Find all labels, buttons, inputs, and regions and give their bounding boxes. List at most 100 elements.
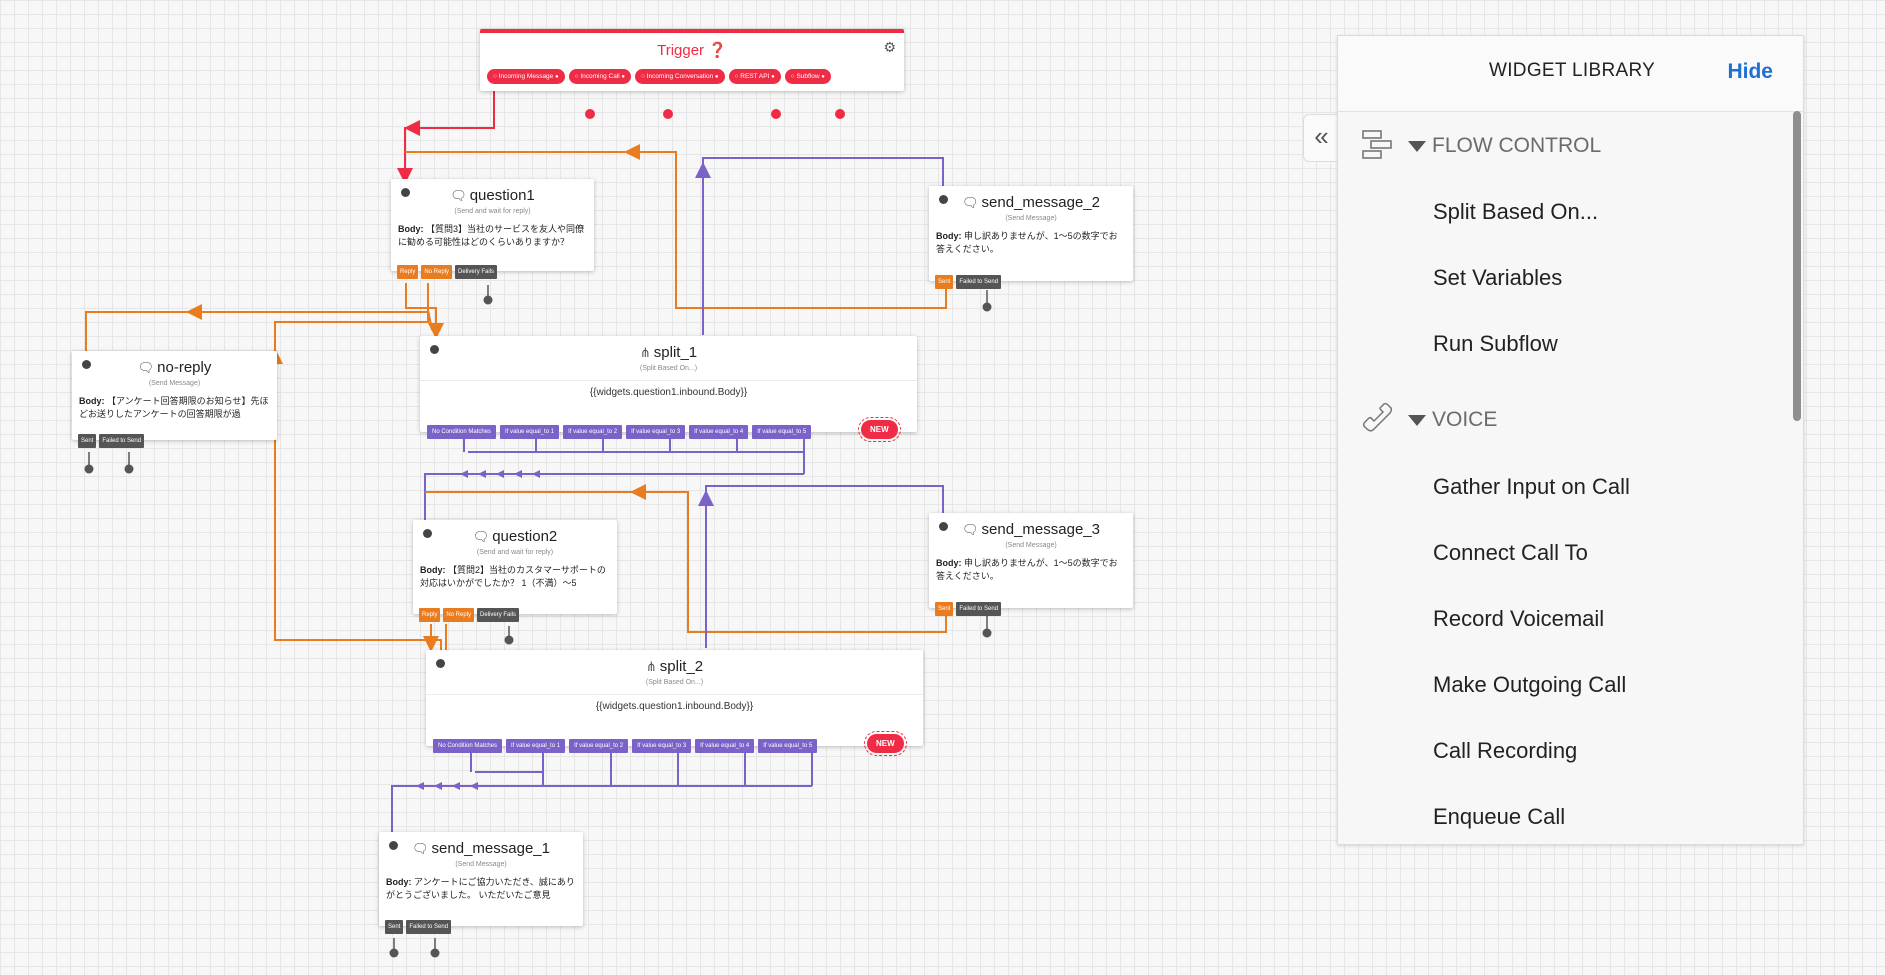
port-delivery-fails[interactable]: Delivery Fails [455,265,498,279]
widget-send-message-1[interactable]: 🗨send_message_1 (Send Message) Body: アンケ… [379,832,583,934]
port-no-condition[interactable]: No Condition Matches [427,425,497,439]
flow-control-icon [1362,130,1392,159]
port-sent[interactable]: Sent [385,920,404,934]
message-icon: 🗨 [450,188,467,203]
port-failed-to-send[interactable]: Failed to Send [406,920,452,934]
library-scrollbar[interactable] [1793,111,1801,421]
input-dot[interactable] [401,188,410,197]
port-no-reply[interactable]: No Reply [421,265,453,279]
input-dot[interactable] [423,529,432,538]
section-voice: VOICE [1338,400,1803,440]
split-icon: ⋔ [645,659,657,674]
port-failed-to-send[interactable]: Failed to Send [956,602,1002,616]
port-reply[interactable]: Reply [419,608,441,622]
library-header: WIDGET LIBRARY Hide [1338,36,1803,112]
widget-split-2[interactable]: ⋔split_2 (Split Based On...) {{widgets.q… [426,650,923,756]
widget-question1[interactable]: 🗨question1 (Send and wait for reply) Bod… [391,179,594,279]
library-item-run-subflow[interactable]: Run Subflow [1433,331,1558,356]
trigger-port-rest-api[interactable]: REST API [728,69,781,84]
library-item-set-variables[interactable]: Set Variables [1433,265,1563,290]
widget-title: send_message_3 [981,521,1100,538]
input-dot[interactable] [389,841,398,850]
settings-gear-icon[interactable]: ⚙ [883,39,896,55]
widget-subtitle: (Send and wait for reply) [454,208,531,215]
widget-subtitle: (Send Message) [148,380,201,387]
library-item-connect-call-to[interactable]: Connect Call To [1433,540,1588,565]
widget-title: send_message_2 [981,194,1100,211]
library-item-enqueue-call[interactable]: Enqueue Call [1433,804,1566,829]
body-text: アンケートにご協力いただき、誠にありがとうございました。 いただいたご意見 [386,877,575,900]
port-equal-1[interactable]: If value equal_to 1 [500,425,560,439]
section-header[interactable]: VOICE [1338,400,1803,440]
port-equal-2[interactable]: If value equal_to 2 [569,739,629,753]
port-no-condition[interactable]: No Condition Matches [433,739,503,753]
port-equal-1[interactable]: If value equal_to 1 [506,739,566,753]
split-icon: ⋔ [639,345,651,360]
library-item-make-outgoing-call[interactable]: Make Outgoing Call [1433,672,1627,697]
trigger-port-incoming-message[interactable]: Incoming Message [487,69,565,84]
message-icon: 🗨 [412,841,429,856]
input-dot[interactable] [436,659,445,668]
port-sent[interactable]: Sent [935,275,954,289]
body-text: 申し訳ありませんが、1〜5の数字でお答えください。 [936,558,1118,581]
widget-subtitle: (Send Message) [455,861,507,868]
port-failed-to-send[interactable]: Failed to Send [956,275,1002,289]
port-equal-2[interactable]: If value equal_to 2 [563,425,623,439]
message-icon: 🗨 [962,195,979,210]
library-item-call-recording[interactable]: Call Recording [1433,738,1578,763]
widget-subtitle: (Send Message) [1005,215,1057,222]
input-dot[interactable] [939,195,948,204]
body-text: 【アンケート回答期限のお知らせ】先ほどお送りしたアンケートの回答期限が過 [79,396,269,419]
section-header[interactable]: FLOW CONTROL [1338,126,1803,166]
widget-split-1[interactable]: ⋔split_1 (Split Based On...) {{widgets.q… [420,336,917,442]
port-equal-4[interactable]: If value equal_to 4 [689,425,749,439]
port-equal-3[interactable]: If value equal_to 3 [632,739,692,753]
hide-library-button[interactable]: Hide [1727,60,1773,83]
body-label: Body: [79,396,105,406]
body-label: Body: [936,558,962,568]
body-label: Body: [936,231,962,241]
port-reply[interactable]: Reply [397,265,419,279]
new-transition-button[interactable]: NEW [858,417,901,442]
trigger-widget[interactable]: Trigger ❓ ⚙ Incoming Message Incoming Ca… [480,29,904,91]
body-text: 申し訳ありませんが、1〜5の数字でお答えください。 [936,231,1118,254]
widget-send-message-3[interactable]: 🗨send_message_3 (Send Message) Body: 申し訳… [929,513,1133,616]
widget-subtitle: (Send Message) [1005,542,1057,549]
widget-send-message-2[interactable]: 🗨send_message_2 (Send Message) Body: 申し訳… [929,186,1133,289]
widget-question2[interactable]: 🗨question2 (Send and wait for reply) Bod… [413,520,617,622]
widget-no-reply[interactable]: 🗨no-reply (Send Message) Body: 【アンケート回答期… [72,351,277,448]
widget-title: question2 [492,528,558,545]
new-transition-button[interactable]: NEW [864,731,907,756]
widget-title: no-reply [157,359,212,376]
body-label: Body: [420,565,446,575]
input-dot[interactable] [430,345,439,354]
body-text: 【質問3】当社のサービスを友人や同僚に勧める可能性はどのくらいありますか？ [398,224,585,247]
port-sent[interactable]: Sent [78,434,97,448]
widget-library-panel: WIDGET LIBRARY Hide FLOW CONTROL Split B… [1337,35,1804,845]
library-item-record-voicemail[interactable]: Record Voicemail [1433,606,1605,631]
library-item-split-based-on[interactable]: Split Based On... [1433,199,1599,224]
widget-title: split_2 [659,658,704,675]
section-label: VOICE [1408,408,1497,432]
port-equal-4[interactable]: If value equal_to 4 [695,739,755,753]
message-icon: 🗨 [137,360,155,375]
port-failed-to-send[interactable]: Failed to Send [99,434,145,448]
library-item-gather-input-on-call[interactable]: Gather Input on Call [1433,474,1630,499]
split-expression: {{widgets.question1.inbound.Body}} [426,694,923,712]
section-label: FLOW CONTROL [1408,134,1601,158]
body-label: Body: [398,224,424,234]
widget-subtitle: (Split Based On...) [639,365,698,372]
port-equal-5[interactable]: If value equal_to 5 [752,425,812,439]
trigger-port-incoming-call[interactable]: Incoming Call [568,69,632,84]
port-delivery-fails[interactable]: Delivery Fails [477,608,520,622]
port-equal-5[interactable]: If value equal_to 5 [758,739,818,753]
trigger-port-subflow[interactable]: Subflow [784,69,831,84]
collapse-library-button[interactable]: « [1303,114,1339,162]
input-dot[interactable] [939,522,948,531]
trigger-port-incoming-conversation[interactable]: Incoming Conversation [635,69,725,84]
port-equal-3[interactable]: If value equal_to 3 [626,425,686,439]
port-no-reply[interactable]: No Reply [443,608,475,622]
input-dot[interactable] [82,360,91,369]
port-sent[interactable]: Sent [935,602,954,616]
